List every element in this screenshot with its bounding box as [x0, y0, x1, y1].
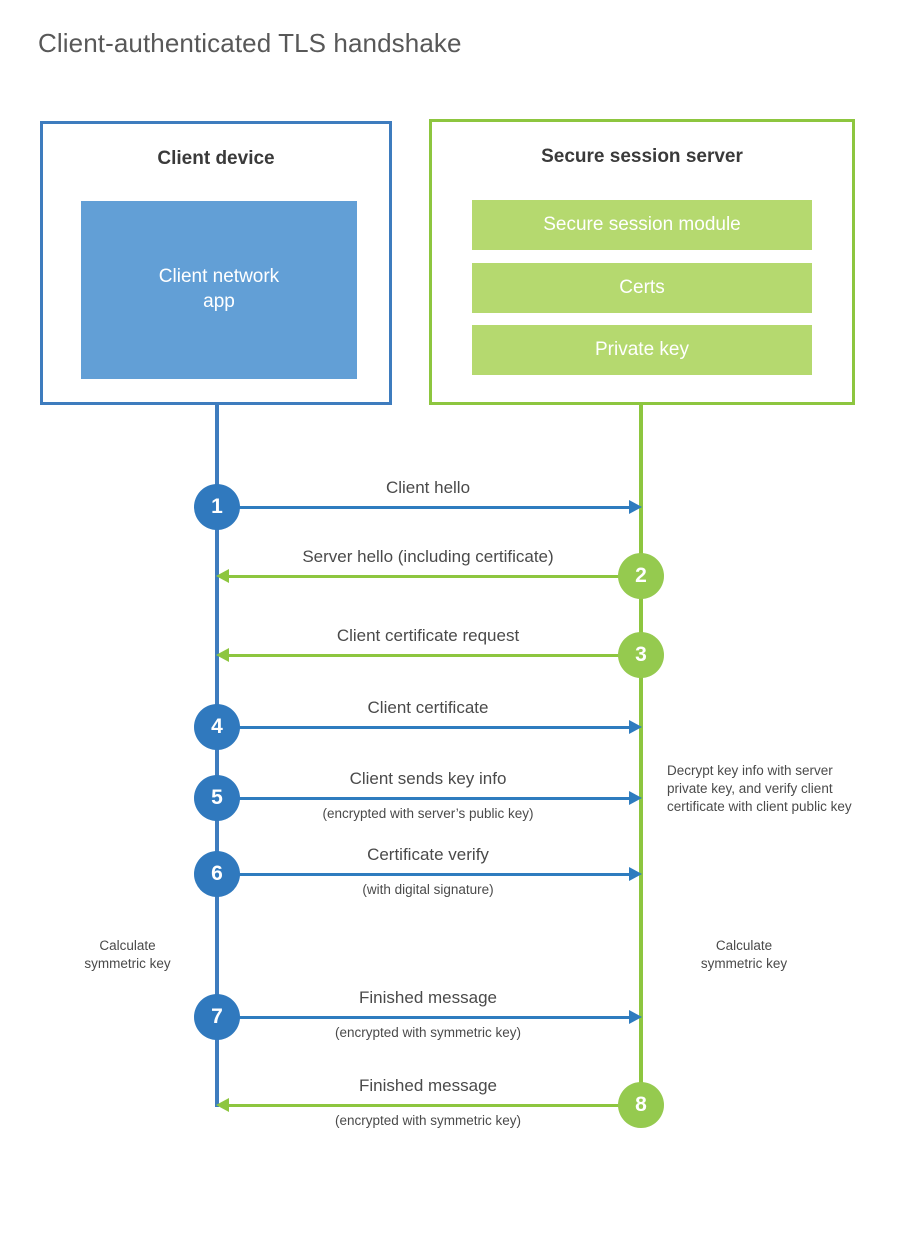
- arrow-line-step-1: [217, 506, 631, 509]
- arrow-head-step-4: [629, 720, 642, 734]
- step-badge-6[interactable]: 6: [194, 851, 240, 897]
- client-device-title: Client device: [157, 148, 275, 169]
- server-decrypt-note: Decrypt key info with server private key…: [667, 763, 852, 814]
- step-label-4: Client certificate: [367, 698, 489, 717]
- arrow-line-step-3: [227, 654, 641, 657]
- arrow-line-step-6: [217, 873, 631, 876]
- step-sublabel-8: (encrypted with symmetric key): [334, 1113, 522, 1128]
- step-label-3: Client certificate request: [336, 626, 520, 645]
- client-device-box: Client device Client network app: [40, 121, 392, 405]
- arrow-line-step-5: [217, 797, 631, 800]
- step-label-6: Certificate verify: [367, 845, 489, 864]
- arrow-head-step-1: [629, 500, 642, 514]
- step-label-2: Server hello (including certificate): [302, 547, 554, 566]
- step-badge-7[interactable]: 7: [194, 994, 240, 1040]
- arrow-line-step-4: [217, 726, 631, 729]
- page-title: Client-authenticated TLS handshake: [38, 28, 462, 58]
- step-label-8: Finished message: [359, 1076, 497, 1095]
- server-lifeline: [639, 402, 643, 1107]
- step-badge-3[interactable]: 3: [618, 632, 664, 678]
- server-block-secure-session-module: Secure session module: [472, 200, 812, 250]
- step-label-7: Finished message: [359, 988, 497, 1007]
- arrow-head-step-6: [629, 867, 642, 881]
- step-badge-8[interactable]: 8: [618, 1082, 664, 1128]
- step-label-5: Client sends key info: [349, 769, 507, 788]
- arrow-head-step-3: [216, 648, 229, 662]
- secure-session-server-box: Secure session server Secure session mod…: [429, 119, 855, 405]
- client-network-app-block: Client network app: [81, 201, 357, 379]
- step-badge-5[interactable]: 5: [194, 775, 240, 821]
- client-calculate-symmetric-key-note: Calculate symmetric key: [84, 938, 171, 971]
- step-label-1: Client hello: [385, 478, 471, 497]
- step-sublabel-6: (with digital signature): [362, 882, 494, 897]
- arrow-head-step-8: [216, 1098, 229, 1112]
- arrow-head-step-2: [216, 569, 229, 583]
- server-block-private-key: Private key: [472, 325, 812, 375]
- arrow-line-step-7: [217, 1016, 631, 1019]
- step-badge-4[interactable]: 4: [194, 704, 240, 750]
- step-badge-2[interactable]: 2: [618, 553, 664, 599]
- secure-session-server-title: Secure session server: [541, 146, 743, 167]
- arrow-line-step-8: [227, 1104, 641, 1107]
- server-calculate-symmetric-key-note: Calculate symmetric key: [700, 938, 788, 971]
- step-sublabel-7: (encrypted with symmetric key): [334, 1025, 522, 1040]
- client-lifeline: [215, 402, 219, 1107]
- step-badge-1[interactable]: 1: [194, 484, 240, 530]
- arrow-head-step-7: [629, 1010, 642, 1024]
- server-block-certs: Certs: [472, 263, 812, 313]
- arrow-line-step-2: [227, 575, 641, 578]
- arrow-head-step-5: [629, 791, 642, 805]
- step-sublabel-5: (encrypted with server’s public key): [322, 806, 534, 821]
